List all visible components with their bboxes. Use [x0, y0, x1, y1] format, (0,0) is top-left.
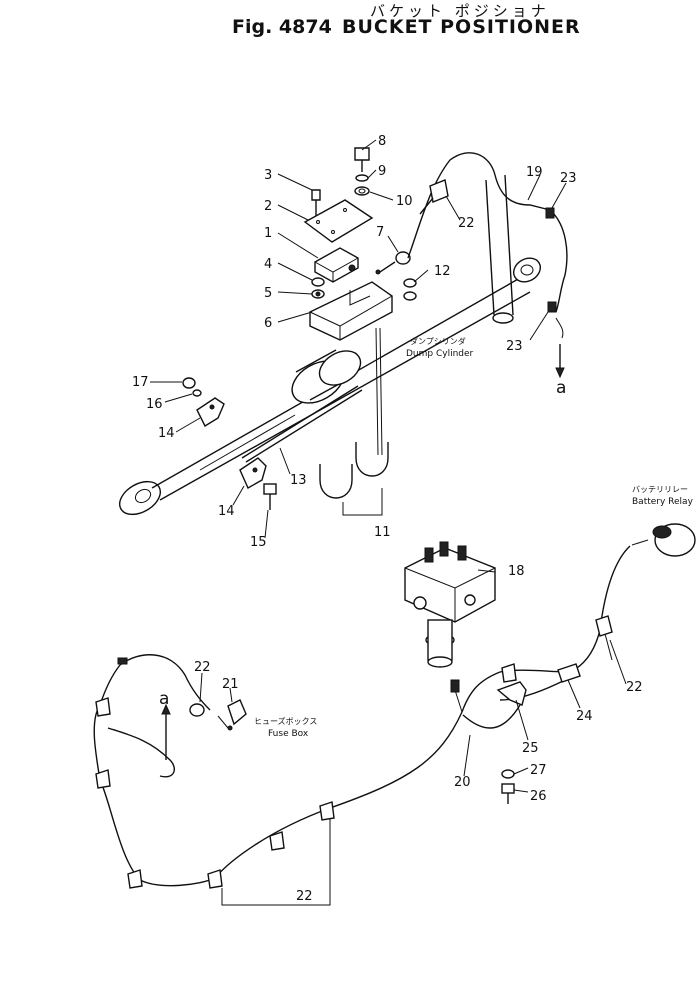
callout-25: 25 [522, 741, 539, 756]
callout-14-upper: 14 [158, 426, 175, 441]
control-valve [404, 541, 496, 668]
callout-14-lower: 14 [218, 504, 235, 519]
callout-5: 5 [264, 286, 272, 301]
callout-20: 20 [454, 775, 471, 790]
callout-22-upper: 22 [458, 216, 475, 231]
diagram-title: BUCKET POSITIONER [342, 16, 581, 38]
wire-harness-lower [93, 488, 631, 906]
callout-22-relay: 22 [626, 680, 643, 695]
callout-11: 11 [374, 525, 391, 540]
caption-battery-relay: Battery Relay [632, 497, 694, 507]
connector-a-bottom: a [159, 689, 169, 709]
u-bolts [319, 327, 389, 499]
callout-1: 1 [264, 226, 272, 241]
caption-battery-relay-jp: バッテリリレー [632, 485, 688, 494]
callout-4: 4 [264, 257, 272, 272]
callout-2: 2 [264, 199, 272, 214]
callout-19: 19 [526, 165, 543, 180]
sensor-bracket-assembly [303, 147, 417, 341]
wire-harness-upper [407, 152, 568, 379]
callout-16: 16 [146, 397, 163, 412]
leader-lines [150, 139, 627, 793]
callout-labels: 1 2 3 4 5 6 7 8 9 10 11 12 13 14 14 15 1… [132, 134, 643, 904]
caption-dump-cylinder: Dump Cylinder [406, 349, 474, 359]
callout-9: 9 [378, 164, 386, 179]
component-captions: ダンプシリンダ Dump Cylinder バッテリリレー Battery Re… [159, 336, 694, 739]
callout-23-lower: 23 [506, 339, 523, 354]
callout-6: 6 [264, 316, 272, 331]
callout-21: 21 [222, 677, 239, 692]
callout-3: 3 [264, 168, 272, 183]
callout-22-fuse: 22 [194, 660, 211, 675]
callout-22-lower: 22 [296, 889, 313, 904]
callout-27: 27 [530, 763, 547, 778]
callout-26: 26 [530, 789, 547, 804]
callout-17: 17 [132, 375, 149, 390]
callout-13: 13 [290, 473, 307, 488]
caption-fuse-box: Fuse Box [268, 729, 309, 739]
stopper-parts [182, 377, 277, 510]
figure-number: Fig. 4874 [232, 16, 332, 38]
callout-12: 12 [434, 264, 451, 279]
callout-23-upper: 23 [560, 171, 577, 186]
callout-8: 8 [378, 134, 386, 149]
callout-18: 18 [508, 564, 525, 579]
callout-24: 24 [576, 709, 593, 724]
battery-relay [631, 523, 696, 557]
callout-15: 15 [250, 535, 267, 550]
dump-cylinder [119, 257, 542, 516]
title-japanese: バケット ポジショナ [370, 2, 550, 20]
callout-7: 7 [376, 225, 384, 240]
caption-dump-cylinder-jp: ダンプシリンダ [410, 336, 466, 346]
caption-fuse-box-jp: ヒューズボックス [254, 716, 317, 726]
callout-10: 10 [396, 194, 413, 209]
connector-a-top: a [556, 378, 566, 398]
